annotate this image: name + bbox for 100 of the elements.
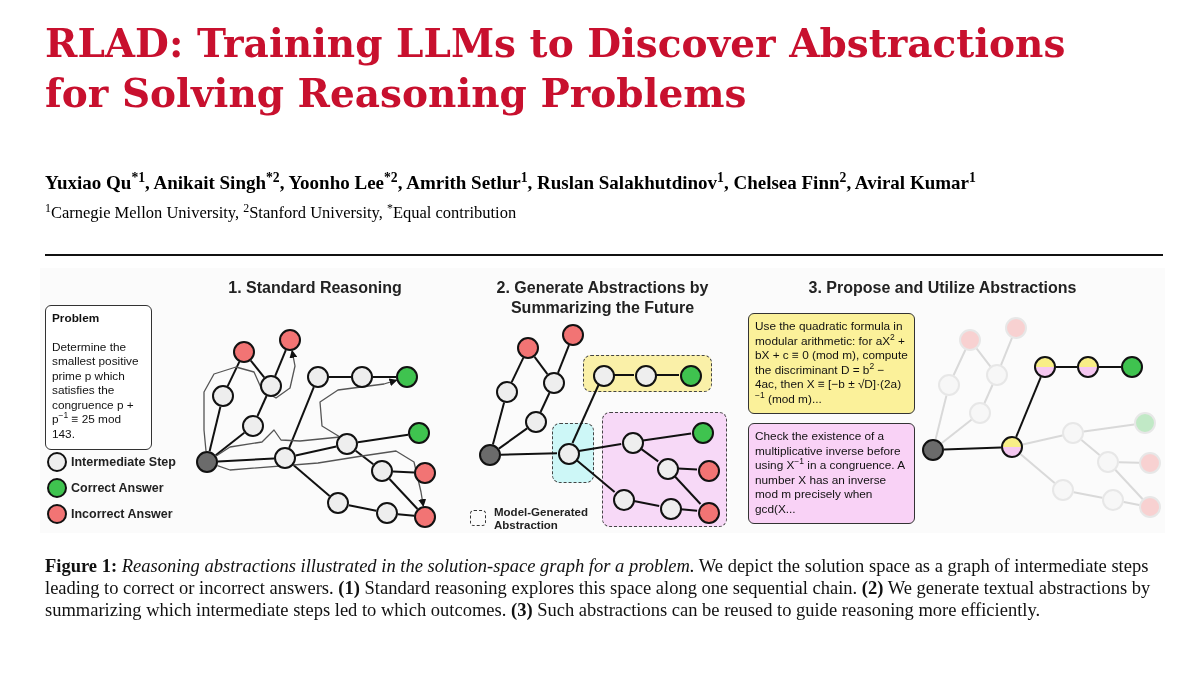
connector-line <box>533 355 549 376</box>
card-text: Check the existence of a multiplicative inverse before using X$^{−1}$ in a congruence. A number X has an inverse mod m precisely when gcd(X... <box>755 429 906 516</box>
legend-label: Model-Generated Abstraction <box>494 506 589 532</box>
author-list: Yuxiao Qu$^{*1}$, Anikait Singh$^{*2}$, Yoonho Lee$^{*2}$, Amrith Setlur$^{1}$, Ruslan Salakhutdinov$^{1}$, Chelsea Finn$^{2}$, Aviral Kumar$^{1}$ <box>45 172 1165 194</box>
intermediate-step-node <box>657 458 679 480</box>
legend-label: Intermediate Step <box>71 455 176 469</box>
connector-line <box>292 464 331 497</box>
connector-line <box>347 504 378 512</box>
panel-title: 1. Standard Reasoning <box>227 278 403 298</box>
connector-line <box>943 446 1002 451</box>
intermediate-step-node <box>613 489 635 511</box>
connector-line <box>1114 469 1144 500</box>
incorrect-answer-node <box>1005 317 1027 339</box>
incorrect-answer-node <box>959 329 981 351</box>
connector-line <box>356 433 410 444</box>
connector-line <box>1082 423 1136 433</box>
connector-line <box>203 349 298 452</box>
connector-line <box>577 442 623 453</box>
connector-line <box>1019 453 1056 484</box>
connector-line <box>679 508 699 512</box>
legend-label: Correct Answer <box>71 481 164 495</box>
abstraction-region <box>602 412 727 527</box>
incorrect-answer-node <box>1139 496 1161 518</box>
card-text: Determine the smallest positive prime p which satisfies the congruence p + p$^{−1}$ ≡ 25 mod 143. <box>52 339 140 441</box>
connector-line <box>1021 434 1064 446</box>
connector-line <box>641 432 693 442</box>
connector-line <box>396 513 416 517</box>
connector-line <box>1000 337 1013 366</box>
intermediate-step-node <box>635 365 657 387</box>
connector-line <box>256 395 268 417</box>
connector-line <box>571 384 600 444</box>
incorrect-answer-node <box>698 502 720 524</box>
connector-line <box>328 376 352 378</box>
connector-line <box>575 459 616 493</box>
connector-line <box>491 401 506 446</box>
connector-line <box>226 360 241 388</box>
abstraction-card <box>748 423 915 524</box>
connector-line <box>539 392 551 413</box>
connector-line <box>1098 366 1122 368</box>
intermediate-step-node <box>660 498 682 520</box>
connector-line <box>294 445 338 457</box>
connector-line <box>655 374 680 376</box>
abstraction-card <box>748 313 915 414</box>
connector-line <box>274 349 287 377</box>
paper-title: RLAD: Training LLMs to Discover Abstractions for Solving Reasoning Problems <box>45 19 1067 118</box>
connector-line <box>1015 376 1042 438</box>
intermediate-step-node <box>986 364 1008 386</box>
connector-line <box>249 359 266 379</box>
intermediate-step-node <box>1052 479 1074 501</box>
connector-line <box>639 447 660 463</box>
problem-card <box>45 305 152 450</box>
connector-line <box>1080 439 1101 456</box>
connector-line <box>497 427 529 450</box>
connector-line <box>940 418 973 445</box>
abstraction-region <box>552 423 594 483</box>
legend-label: Incorrect Answer <box>71 507 173 521</box>
abstraction-region <box>583 355 712 392</box>
connector-line <box>392 470 415 474</box>
connector-line <box>632 500 661 507</box>
card-heading: Problem <box>52 311 101 326</box>
intermediate-step-node <box>938 374 960 396</box>
connector-line <box>1072 491 1104 499</box>
panel-title: 3. Propose and Utilize Abstractions <box>807 278 1078 298</box>
connector-line <box>934 394 948 441</box>
connector-line <box>500 452 558 456</box>
connector-line <box>214 431 246 457</box>
connector-line <box>354 449 375 466</box>
connector-line <box>372 376 397 378</box>
intermediate-step-node <box>1062 422 1084 444</box>
intermediate-step-node <box>593 365 615 387</box>
incorrect-answer-node <box>1139 452 1161 474</box>
intermediate-step-node <box>969 402 991 424</box>
correct-answer-node <box>680 365 702 387</box>
connector-line <box>208 405 222 453</box>
intermediate-step-node <box>1097 451 1119 473</box>
connector-line <box>952 349 967 376</box>
affiliation-line: $^{1}$Carnegie Mellon University, $^{2}$Stanford University, $^{*}$Equal contribution <box>45 203 517 223</box>
figure-caption: Figure 1: Reasoning abstractions illustrated in the solution-space graph for a problem. We depict the solution space as a graph of intermediate steps leading to correct or incorrect answers. (1) Standard reasoning explores this space along one sequential chain. (2) We generate textual abstractions by summarizing which intermediate steps led to which outcomes. (3) Such abstractions can be reused to guide reasoning more efficiently. <box>45 555 1152 621</box>
correct-answer-node <box>692 422 714 444</box>
connector-line <box>510 356 525 384</box>
connector-line <box>215 378 398 457</box>
connector-line <box>983 384 994 404</box>
panel-title: 2. Generate Abstractions by Summarizing the Future <box>495 278 710 318</box>
connector-line <box>1055 366 1078 368</box>
connector-line <box>388 478 419 510</box>
connector-line <box>288 386 315 449</box>
connector-line <box>677 467 698 471</box>
intermediate-step-node <box>622 432 644 454</box>
connector-line <box>613 374 635 376</box>
intermediate-step-node <box>558 443 580 465</box>
intermediate-step-node <box>1102 489 1124 511</box>
connector-line <box>673 475 702 505</box>
connector-line <box>217 457 275 463</box>
card-text: Use the quadratic formula in modular arithmetic: for aX$^{2}$ + bX + c ≡ 0 (mod m), compute the discriminant D = b$^{2}$ − 4ac, then X ≡ [−b ± √D]·(2a)$^{−1}$ (mod m)... <box>755 319 908 406</box>
correct-answer-node <box>1134 412 1156 434</box>
incorrect-answer-node <box>698 460 720 482</box>
connector-line <box>1122 501 1141 506</box>
connector-line <box>216 450 427 508</box>
connector-line <box>975 347 992 368</box>
connector-line <box>1118 461 1140 464</box>
